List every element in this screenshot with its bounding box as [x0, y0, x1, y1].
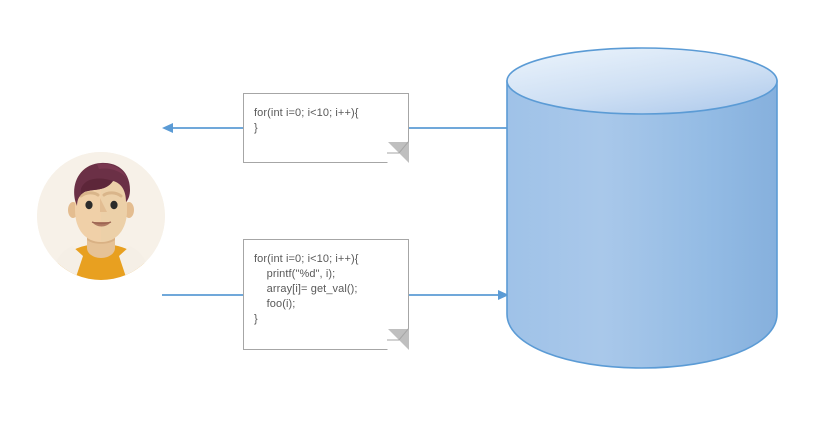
- avatar-eye-right: [110, 200, 118, 210]
- avatar-illustration: [37, 152, 165, 280]
- connector-note-write-to-database: [409, 290, 509, 300]
- code-note-write[interactable]: for(int i=0; i<10; i++){ printf("%d", i)…: [243, 239, 409, 350]
- database-cylinder-shape: [506, 47, 778, 369]
- avatar-eyebrow-left: [79, 191, 100, 198]
- connector-user-to-note-write: [162, 294, 246, 296]
- code-note-read-text: for(int i=0; i<10; i++){ }: [254, 107, 359, 134]
- avatar-mouth-line: [91, 221, 112, 225]
- page-fold-icon: [387, 141, 409, 163]
- code-note-read[interactable]: for(int i=0; i<10; i++){ }: [243, 93, 409, 163]
- page-fold-icon: [387, 328, 409, 350]
- code-note-write-text: for(int i=0; i<10; i++){ printf("%d", i)…: [254, 253, 359, 325]
- arrowhead-left-icon: [162, 123, 173, 133]
- user-avatar[interactable]: [37, 152, 165, 280]
- avatar-nose: [100, 198, 107, 212]
- avatar-hair-shadow: [80, 178, 113, 194]
- connector-note-read-to-user: [162, 123, 246, 133]
- database-body: [506, 80, 778, 369]
- avatar-hair-highlight: [97, 163, 128, 180]
- database-cylinder[interactable]: [505, 46, 779, 376]
- avatar-eye-left: [85, 200, 93, 210]
- arrowhead-right-icon: [498, 290, 509, 300]
- avatar-eyebrow-right: [102, 191, 123, 198]
- database-top-face: [506, 47, 778, 115]
- connector-database-to-note-read: [409, 127, 507, 129]
